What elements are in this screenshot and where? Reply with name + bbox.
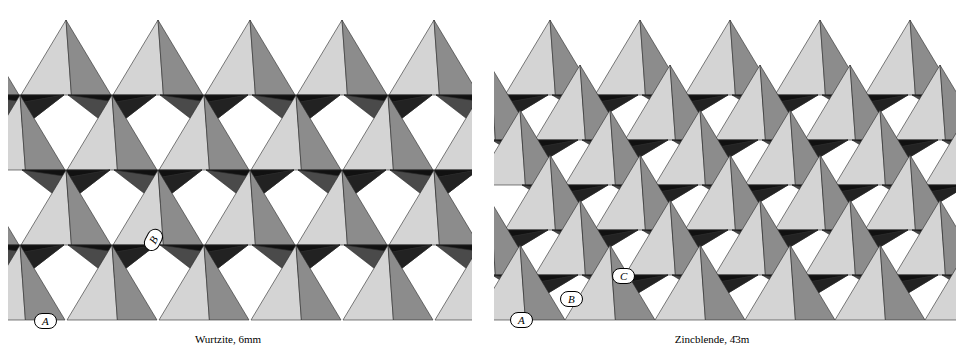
tetrahedron-face <box>20 245 65 320</box>
tetrahedron-face <box>715 200 765 275</box>
tetrahedron-face <box>865 155 915 230</box>
tetrahedron-face <box>251 245 301 320</box>
tetrahedron-face <box>700 245 745 320</box>
tetrahedron-face <box>685 20 735 95</box>
tetrahedron-face <box>21 170 71 245</box>
tetrahedron-face <box>66 170 111 245</box>
tetrahedron-face <box>925 245 956 320</box>
tetrahedron-face <box>435 245 472 320</box>
tetrahedron-face <box>112 245 157 320</box>
tetrahedron-face <box>8 170 19 245</box>
figure-caption: Zincblende, 4̄3m <box>675 333 750 346</box>
tetrahedron-face <box>775 20 825 95</box>
tetrahedron-face <box>159 245 209 320</box>
tetrahedron-face <box>66 20 111 95</box>
tetrahedron-face <box>251 95 301 170</box>
tetrahedron-face <box>434 20 472 95</box>
tetrahedron-face <box>204 95 249 170</box>
tetrahedron-face <box>610 245 655 320</box>
layer-label: A <box>510 312 533 328</box>
tetrahedron-face <box>158 170 203 245</box>
tetrahedron-face <box>535 200 585 275</box>
tetrahedron-face <box>940 200 956 275</box>
layer-letter: C <box>620 270 627 282</box>
tetrahedron-face <box>342 20 387 95</box>
tetrahedron-face <box>745 245 795 320</box>
tetrahedron-face <box>805 200 855 275</box>
tetrahedron-face <box>250 170 295 245</box>
layer-label: C <box>612 268 635 284</box>
tetrahedron-face <box>955 20 956 95</box>
tetrahedron-face <box>655 245 705 320</box>
tetrahedron-face <box>835 110 885 185</box>
tetrahedron-face <box>297 20 347 95</box>
tetrahedron-face <box>505 20 555 95</box>
tetrahedron-face <box>790 245 835 320</box>
tetrahedron-face <box>685 155 735 230</box>
tetrahedron-face <box>715 65 765 140</box>
tetrahedron-face <box>535 65 585 140</box>
tetrahedron-face <box>296 95 341 170</box>
tetrahedron-face <box>388 95 433 170</box>
tetrahedron-face <box>434 170 472 245</box>
tetrahedron-face <box>625 200 675 275</box>
tetrahedron-face <box>204 245 249 320</box>
tetrahedron-face <box>625 65 675 140</box>
tetrahedron-face <box>895 200 945 275</box>
tetrahedron-face <box>296 245 341 320</box>
tetrahedron-face <box>388 245 433 320</box>
layer-letter: B <box>568 293 575 305</box>
tetrahedron-face <box>67 95 117 170</box>
tetrahedron-face <box>925 110 956 185</box>
tetrahedron-face <box>205 20 255 95</box>
layer-label: A <box>34 313 57 329</box>
tetrahedron-face <box>343 245 393 320</box>
layer-letter: A <box>518 314 525 326</box>
tetrahedron-face <box>880 245 925 320</box>
tetrahedron-face <box>505 155 555 230</box>
figure-caption: Wurtzite, 6mm <box>195 333 261 346</box>
tetrahedron-face <box>342 170 387 245</box>
tetrahedron-face <box>159 95 209 170</box>
tetrahedron-face <box>21 20 71 95</box>
tetrahedron-face <box>436 245 472 252</box>
tetrahedron-face <box>389 20 439 95</box>
tetrahedron-face <box>745 110 795 185</box>
layer-letter: A <box>42 315 49 327</box>
tetrahedron-face <box>250 20 295 95</box>
layer-label: B <box>560 291 583 307</box>
tetrahedron-face <box>595 20 645 95</box>
tetrahedron-face <box>565 245 615 320</box>
zincblende-structure <box>494 20 956 320</box>
tetrahedron-face <box>955 155 956 230</box>
tetrahedron-face <box>67 245 117 320</box>
tetrahedron-face <box>113 20 163 95</box>
tetrahedron-face <box>520 245 565 320</box>
tetrahedron-face <box>805 65 855 140</box>
tetrahedron-face <box>297 170 347 245</box>
tetrahedron-face <box>940 65 956 140</box>
tetrahedron-face <box>655 110 705 185</box>
tetrahedron-face <box>835 245 885 320</box>
tetrahedron-face <box>205 170 255 245</box>
tetrahedron-face <box>343 95 393 170</box>
tetrahedron-face <box>895 65 945 140</box>
tetrahedron-face <box>435 95 472 170</box>
tetrahedron-face <box>20 95 65 170</box>
tetrahedron-face <box>389 170 439 245</box>
layer-letter: B <box>146 234 160 246</box>
tetrahedron-face <box>595 155 645 230</box>
tetrahedron-face <box>775 155 825 230</box>
tetrahedron-face <box>565 110 615 185</box>
tetrahedron-face <box>8 20 19 95</box>
tetrahedron-face <box>436 95 472 102</box>
tetrahedron-face <box>158 20 203 95</box>
tetrahedron-face <box>112 95 157 170</box>
tetrahedron-face <box>865 20 915 95</box>
wurtzite-structure <box>8 20 472 320</box>
